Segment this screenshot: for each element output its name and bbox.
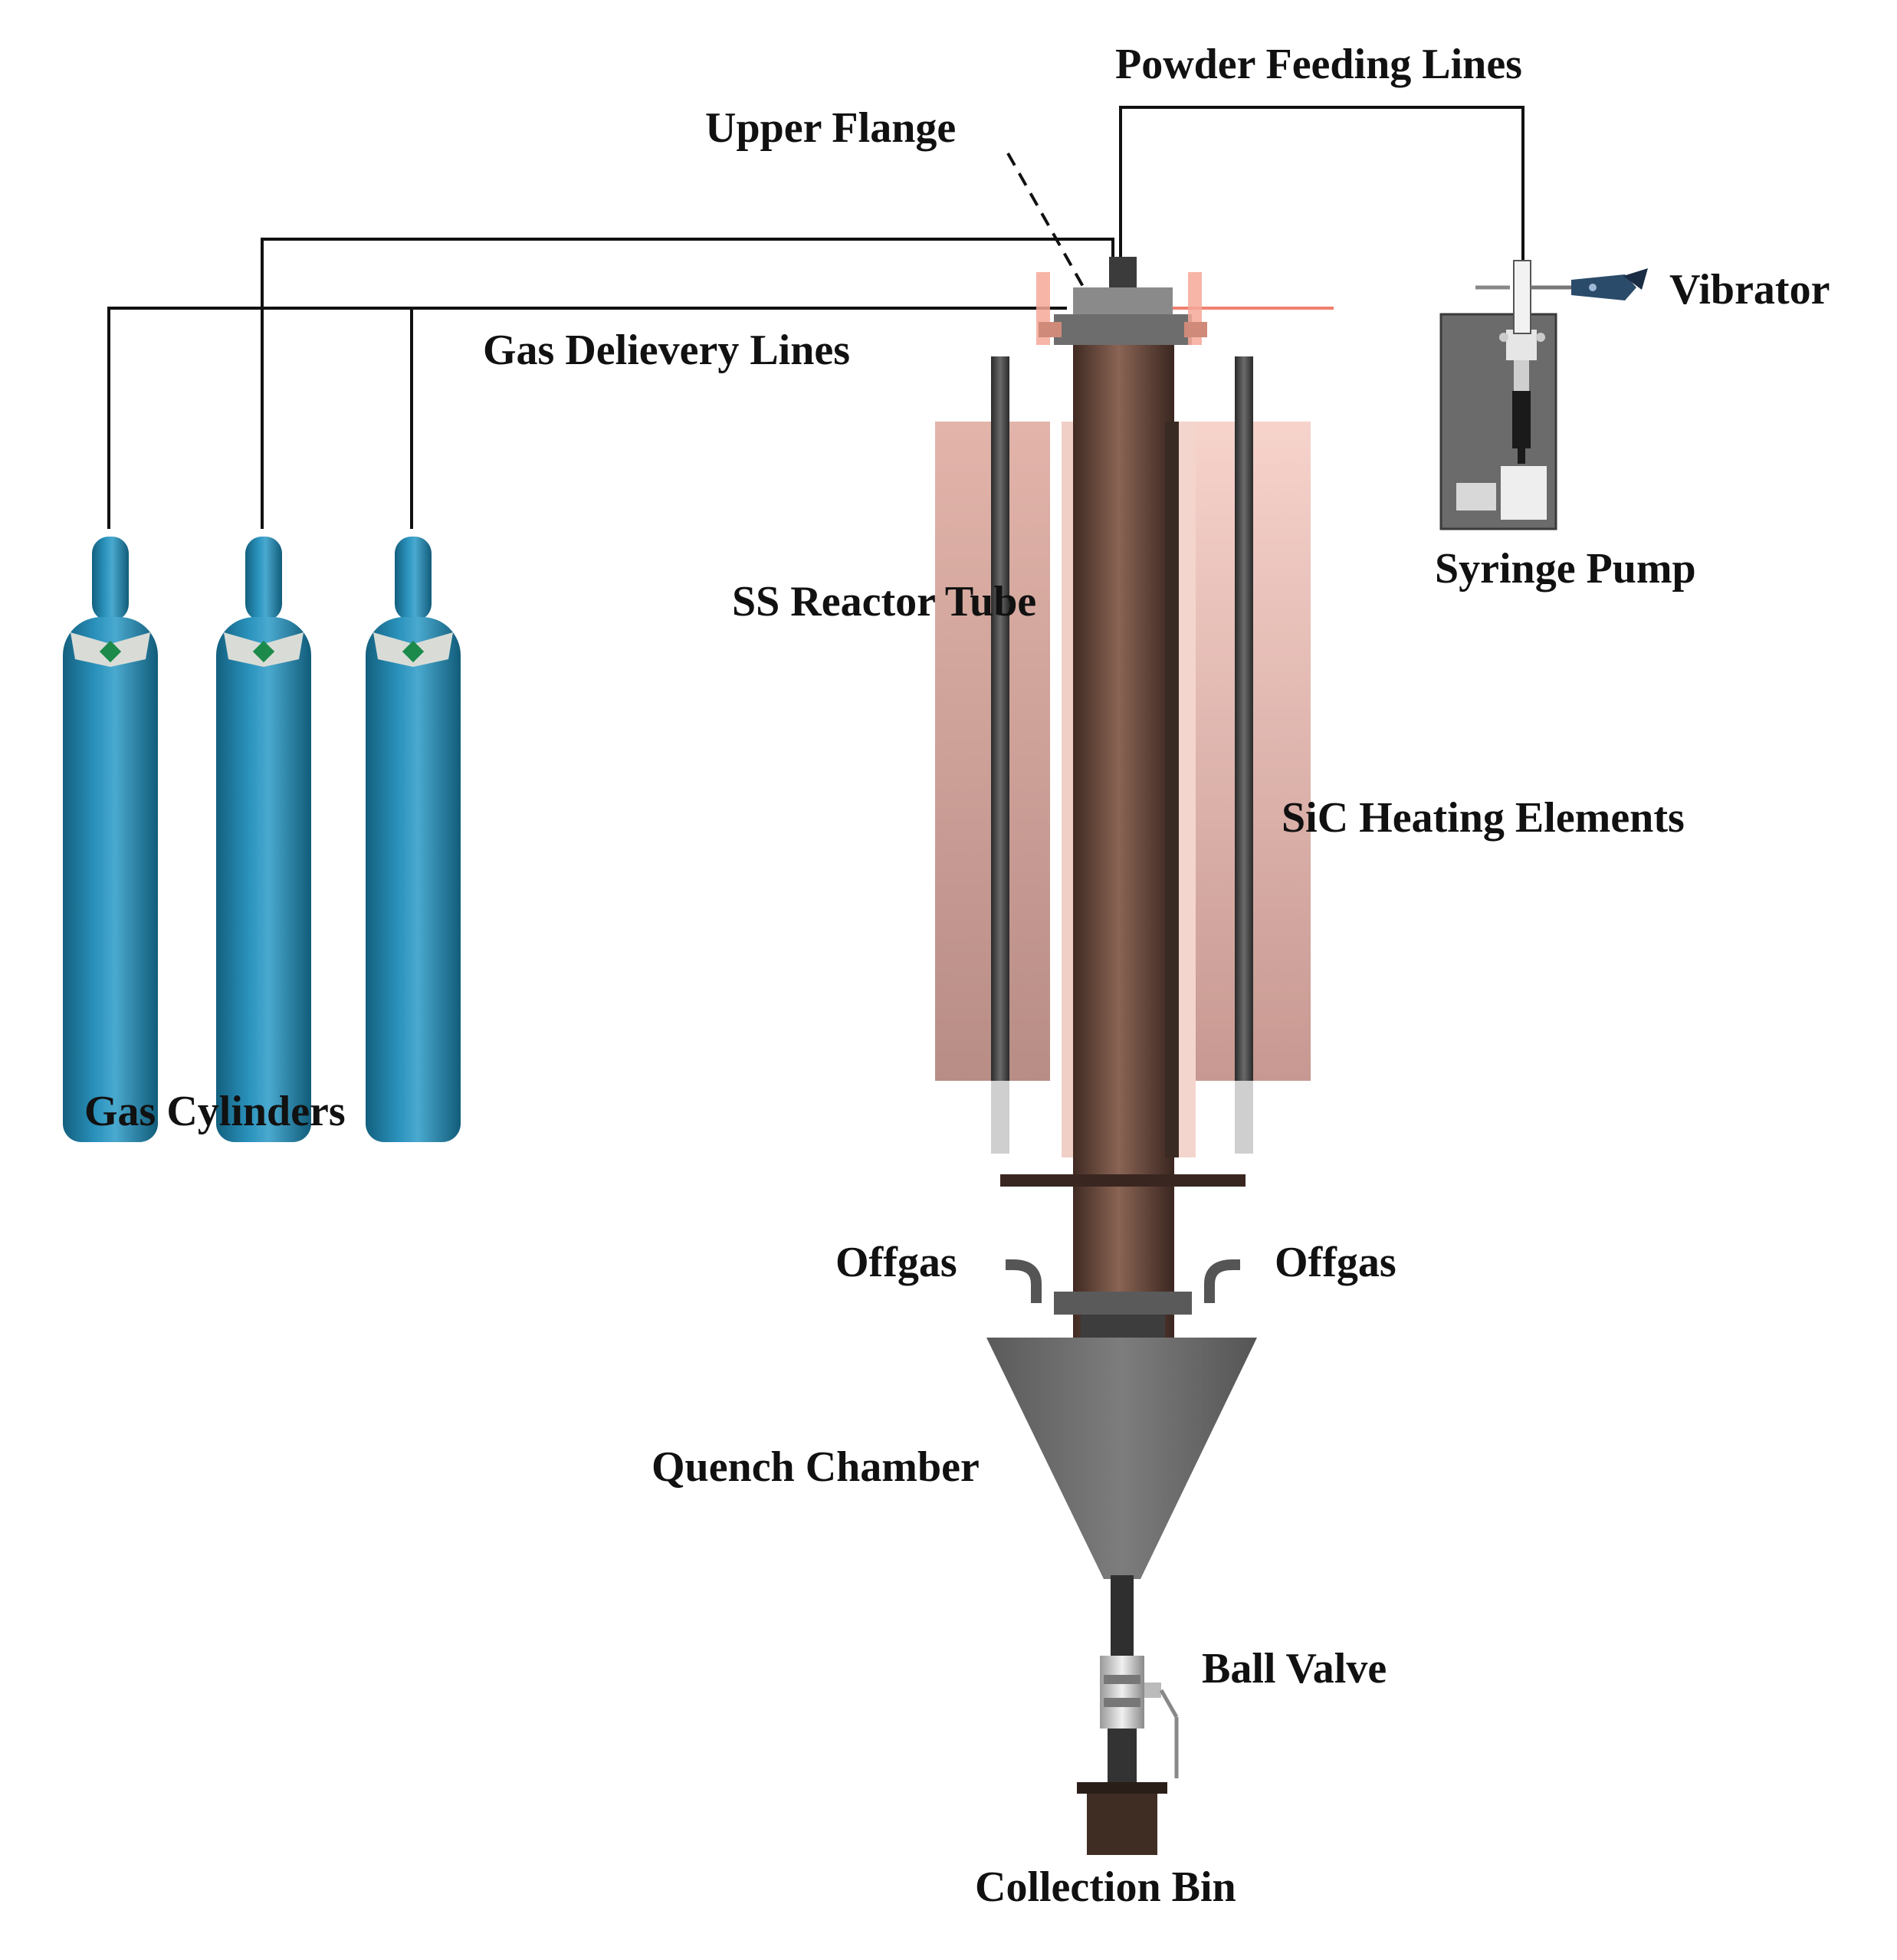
syringe-pump bbox=[1439, 260, 1557, 530]
gas-cylinder-3 bbox=[366, 537, 461, 1142]
gas-cylinder-1 bbox=[63, 537, 158, 1142]
quench-chamber bbox=[986, 1338, 1257, 1579]
gas-cylinders bbox=[63, 537, 461, 1142]
label-ss-reactor-tube: SS Reactor Tube bbox=[732, 578, 1036, 625]
sic-heating-elements bbox=[991, 356, 1253, 1154]
powder-feeding-line bbox=[1119, 106, 1524, 264]
label-quench-chamber: Quench Chamber bbox=[651, 1443, 980, 1491]
label-syringe-pump: Syringe Pump bbox=[1435, 545, 1696, 593]
label-collection-bin: Collection Bin bbox=[975, 1863, 1236, 1911]
gas-delivery-lines bbox=[107, 238, 1334, 529]
label-gas-delivery-lines: Gas Delievery Lines bbox=[483, 327, 850, 374]
upper-flange-leader bbox=[1006, 153, 1094, 304]
collection-bin bbox=[1077, 1782, 1167, 1855]
label-ball-valve: Ball Valve bbox=[1202, 1645, 1387, 1692]
heating-element-left bbox=[991, 356, 1009, 1154]
heating-element-right bbox=[1235, 356, 1253, 1154]
label-sic-heating-elements: SiC Heating Elements bbox=[1282, 794, 1685, 842]
label-vibrator: Vibrator bbox=[1669, 266, 1830, 314]
gas-line-upper bbox=[261, 238, 1114, 529]
label-offgas-left: Offgas bbox=[835, 1239, 957, 1286]
labels: Powder Feeding Lines Upper Flange Vibrat… bbox=[84, 41, 1830, 1911]
label-upper-flange: Upper Flange bbox=[705, 104, 956, 152]
lower-flange-plate bbox=[1000, 1174, 1246, 1187]
quench-outlet-pipe bbox=[1111, 1575, 1134, 1660]
gas-line-lower bbox=[107, 307, 1067, 529]
label-offgas-right: Offgas bbox=[1275, 1239, 1396, 1286]
offgas-ports bbox=[1006, 1259, 1240, 1303]
offgas-port-left bbox=[1006, 1259, 1042, 1303]
offgas-port-right bbox=[1204, 1259, 1240, 1303]
label-gas-cylinders: Gas Cylinders bbox=[84, 1088, 346, 1135]
vibrator bbox=[1531, 268, 1648, 300]
label-powder-feeding-lines: Powder Feeding Lines bbox=[1115, 41, 1522, 88]
upper-flange bbox=[1036, 272, 1207, 345]
lower-tube-flange bbox=[1054, 1292, 1192, 1338]
ss-reactor-tube bbox=[1073, 257, 1179, 1338]
gas-cylinder-2 bbox=[216, 537, 311, 1142]
ball-valve bbox=[1100, 1656, 1179, 1782]
